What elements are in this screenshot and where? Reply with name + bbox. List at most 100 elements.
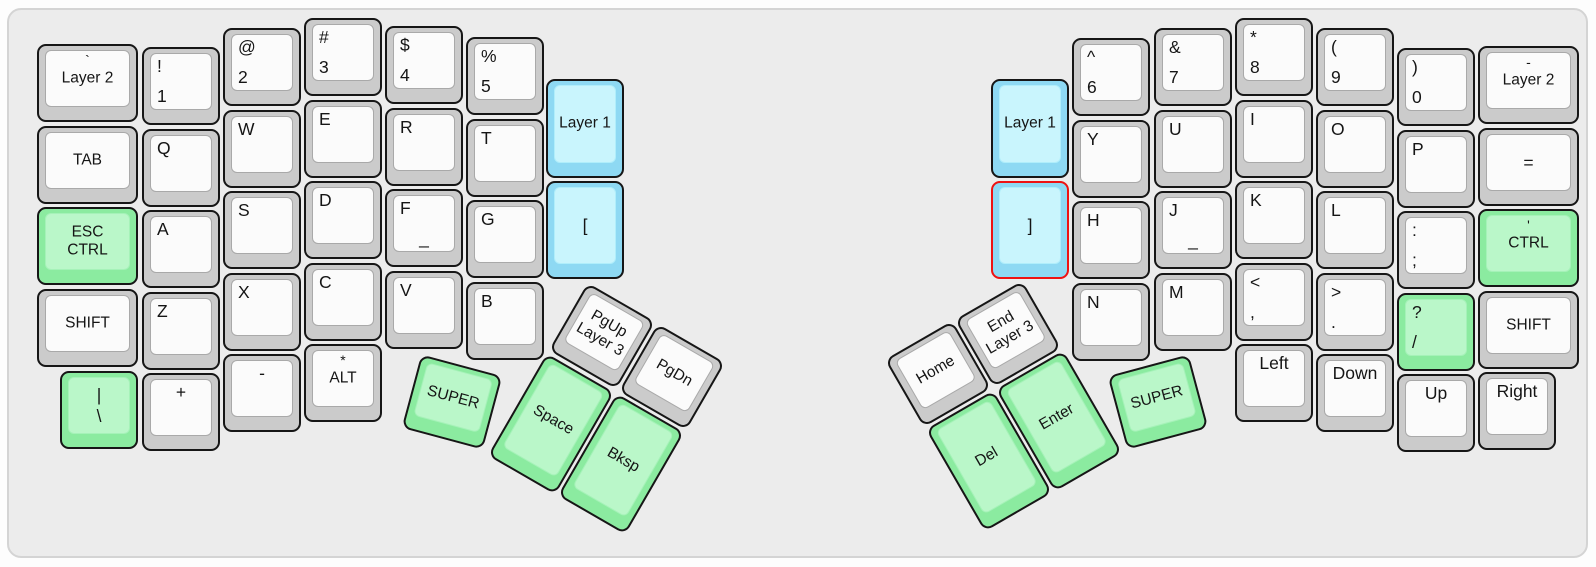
key-comma[interactable]: <, — [1235, 263, 1313, 341]
keycap-face: U — [1162, 116, 1224, 173]
key-layer1-right[interactable]: Layer 1 — [991, 79, 1069, 178]
keycap-face: X — [231, 279, 293, 336]
key-up[interactable]: Up — [1397, 374, 1475, 452]
key-5[interactable]: %5 — [466, 37, 544, 115]
key-legend: S — [238, 200, 250, 220]
key-pipe-backslash[interactable]: | \ — [60, 371, 138, 449]
key-legend: SUPER — [1128, 381, 1185, 413]
key-equals[interactable]: = — [1478, 128, 1579, 206]
key-legend: $ — [400, 35, 410, 55]
key-shift-right[interactable]: SHIFT — [1478, 291, 1579, 369]
key-layer1-left[interactable]: Layer 1 — [546, 79, 624, 178]
key-p[interactable]: P — [1397, 130, 1475, 208]
keycap-face: $4 — [393, 32, 455, 89]
key-legend: Up — [1424, 383, 1448, 403]
key-semicolon[interactable]: :; — [1397, 211, 1475, 289]
key-c[interactable]: C — [304, 263, 382, 341]
keycap-face: Q — [150, 135, 212, 192]
key-a[interactable]: A — [142, 210, 220, 288]
key-legend: ` — [85, 52, 90, 68]
key-right[interactable]: Right — [1478, 372, 1556, 450]
key-b[interactable]: B — [466, 282, 544, 360]
key-0[interactable]: )0 — [1397, 48, 1475, 126]
keycap-face: | \ — [68, 377, 130, 434]
key-o[interactable]: O — [1316, 110, 1394, 188]
key-legend: PgDn — [653, 355, 696, 390]
key-8[interactable]: *8 — [1235, 18, 1313, 96]
key-plus[interactable]: + — [142, 373, 220, 451]
key-legend: = — [1523, 152, 1534, 172]
keycap-face: Layer 1 — [999, 85, 1061, 163]
keycap-face: V — [393, 277, 455, 334]
key-t[interactable]: T — [466, 119, 544, 197]
keycap-face: ?/ — [1405, 299, 1467, 356]
key-k[interactable]: K — [1235, 181, 1313, 259]
key-period[interactable]: >. — [1316, 273, 1394, 351]
key-j[interactable]: J_ — [1154, 191, 1232, 269]
key-l[interactable]: L — [1316, 191, 1394, 269]
keycap-face: G — [474, 206, 536, 263]
key-r[interactable]: R — [385, 108, 463, 186]
key-h[interactable]: H — [1072, 201, 1150, 279]
keycap-face: - — [231, 360, 293, 417]
key-n[interactable]: N — [1072, 283, 1150, 361]
key-3[interactable]: #3 — [304, 18, 382, 96]
key-f[interactable]: F_ — [385, 189, 463, 267]
key-down[interactable]: Down — [1316, 354, 1394, 432]
key-grave-layer2[interactable]: `Layer 2 — [37, 44, 138, 122]
key-i[interactable]: I — [1235, 100, 1313, 178]
key-m[interactable]: M — [1154, 273, 1232, 351]
key-d[interactable]: D — [304, 181, 382, 259]
key-4[interactable]: $4 — [385, 26, 463, 104]
key-alt[interactable]: *ALT — [304, 344, 382, 422]
key-9[interactable]: (9 — [1316, 28, 1394, 106]
keycap-face: `Layer 2 — [45, 50, 130, 107]
key-question-slash[interactable]: ?/ — [1397, 293, 1475, 371]
key-legend: Layer 2 — [61, 69, 114, 87]
keycap-face: W — [231, 116, 293, 173]
keycap-face: <, — [1243, 269, 1305, 326]
key-quote-ctrl[interactable]: 'CTRL — [1478, 209, 1579, 287]
key-rbracket[interactable]: ] — [991, 181, 1069, 279]
key-legend: PgUp Layer 3 — [573, 306, 631, 360]
key-legend: Enter — [1036, 399, 1077, 434]
key-6[interactable]: ^6 — [1072, 38, 1150, 116]
keycap-face: Home — [894, 329, 977, 411]
key-legend: @ — [238, 37, 256, 57]
key-y[interactable]: Y — [1072, 120, 1150, 198]
key-minus-layer2[interactable]: -Layer 2 — [1478, 46, 1579, 124]
key-legend: T — [481, 128, 492, 148]
key-1[interactable]: !1 — [142, 47, 220, 125]
key-2[interactable]: @2 — [223, 28, 301, 106]
key-w[interactable]: W — [223, 110, 301, 188]
keycap-face: O — [1324, 116, 1386, 173]
keycap-face: K — [1243, 187, 1305, 244]
key-tab[interactable]: TAB — [37, 126, 138, 204]
key-v[interactable]: V — [385, 271, 463, 349]
key-q[interactable]: Q — [142, 129, 220, 207]
key-super-left[interactable]: SUPER — [401, 354, 503, 450]
key-7[interactable]: &7 — [1154, 28, 1232, 106]
key-minus-left[interactable]: - — [223, 354, 301, 432]
key-esc-ctrl[interactable]: ESC CTRL — [37, 207, 138, 285]
key-legend: W — [238, 119, 255, 139]
key-super-right[interactable]: SUPER — [1107, 354, 1209, 450]
keycap-face: >. — [1324, 279, 1386, 336]
key-u[interactable]: U — [1154, 110, 1232, 188]
key-z[interactable]: Z — [142, 292, 220, 370]
key-legend: ( — [1331, 37, 1337, 57]
key-lbracket[interactable]: [ — [546, 181, 624, 279]
key-s[interactable]: S — [223, 191, 301, 269]
keycap-face: ] — [999, 187, 1061, 264]
key-g[interactable]: G — [466, 200, 544, 278]
key-legend: + — [175, 382, 187, 402]
keycap-face: J_ — [1162, 197, 1224, 254]
keycap-face: + — [150, 379, 212, 436]
key-shift-left[interactable]: SHIFT — [37, 289, 138, 367]
key-x[interactable]: X — [223, 273, 301, 351]
key-e[interactable]: E — [304, 100, 382, 178]
key-legend: R — [400, 117, 413, 137]
key-legend: 2 — [238, 67, 248, 87]
key-left[interactable]: Left — [1235, 344, 1313, 422]
